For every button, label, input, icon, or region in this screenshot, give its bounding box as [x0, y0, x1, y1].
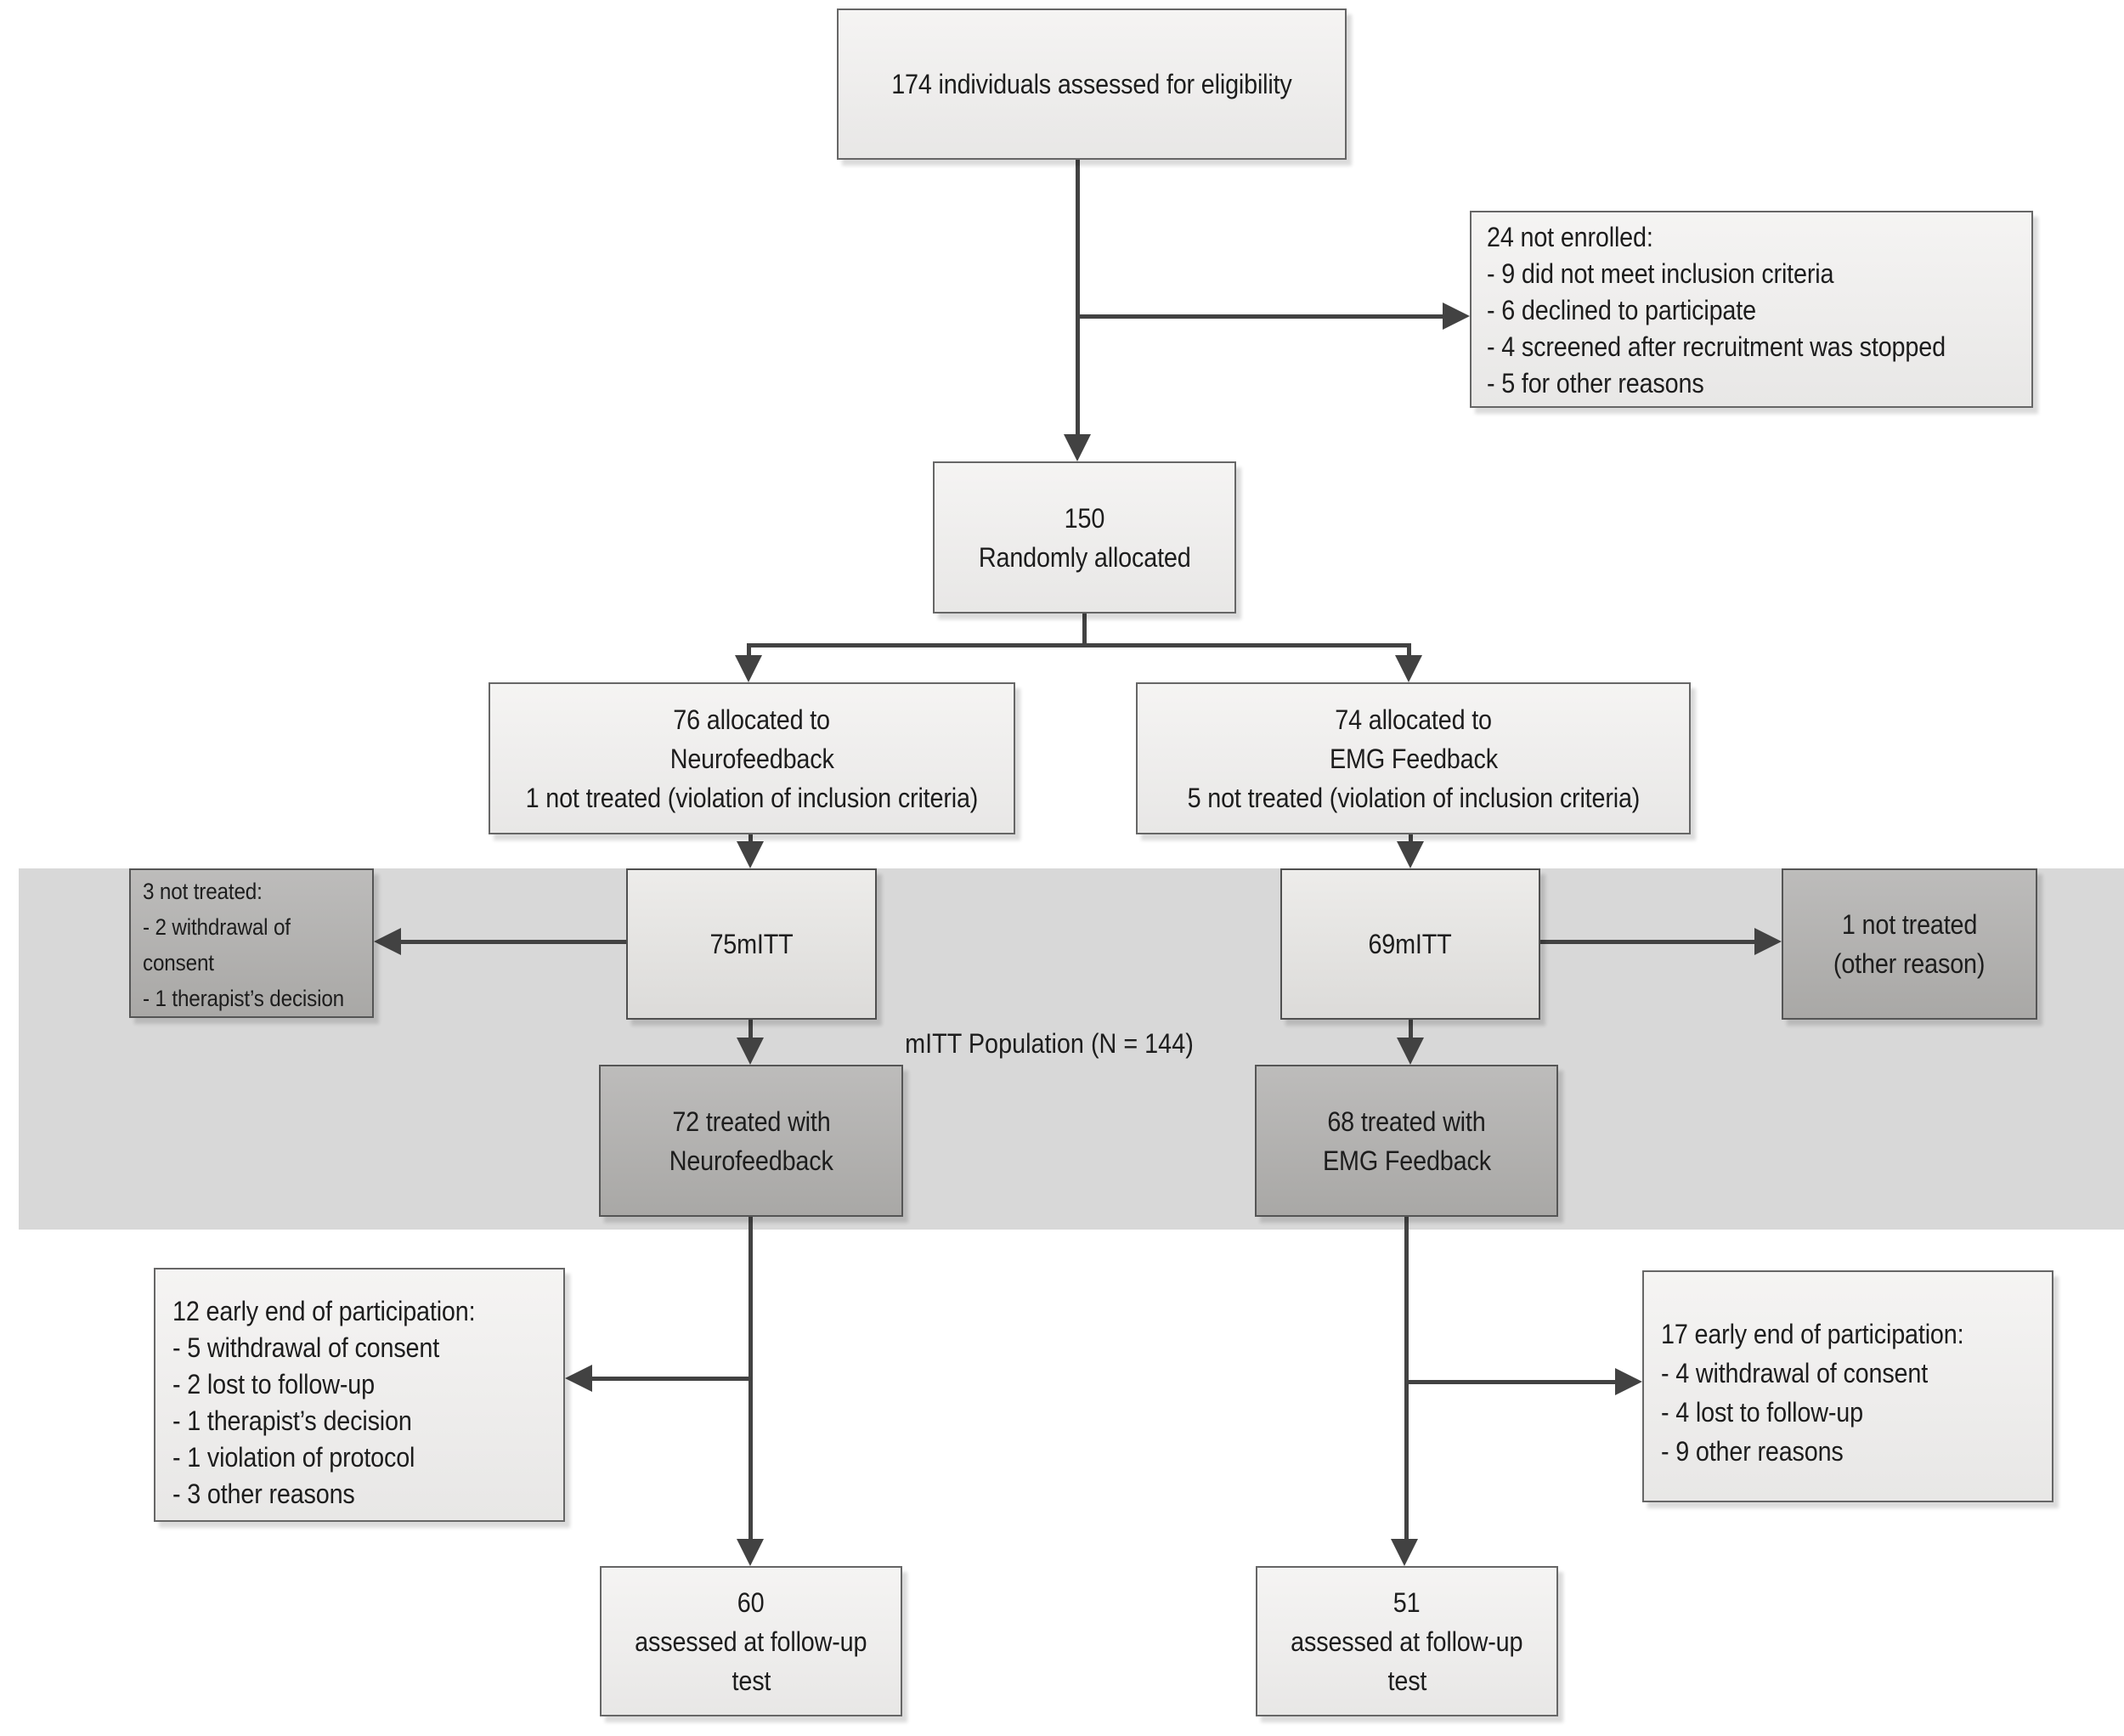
label-mitt-population: mITT Population (N = 144) [905, 1028, 1194, 1059]
arrowhead-left-icon [374, 928, 401, 955]
connector-line [747, 643, 751, 657]
arrowhead-down-icon [1397, 1038, 1424, 1065]
arrowhead-down-icon [737, 1038, 764, 1065]
box-assessed-eligibility: 174 individuals assessed for eligibility [837, 8, 1347, 160]
box-text: test [732, 1665, 771, 1696]
box-text: Randomly allocated [978, 541, 1191, 573]
connector-line [1409, 1020, 1413, 1040]
box-text: 174 individuals assessed for eligibility [891, 69, 1292, 99]
box-treated-neurofeedback: 72 treated with Neurofeedback [599, 1065, 903, 1217]
box-text: - 5 withdrawal of consent [172, 1332, 440, 1363]
box-text: test [1387, 1665, 1426, 1696]
connector-line [1076, 314, 1446, 319]
arrowhead-left-icon [565, 1365, 592, 1392]
box-text: - 2 lost to follow-up [172, 1369, 375, 1400]
box-treated-emg-feedback: 68 treated with EMG Feedback [1255, 1065, 1558, 1217]
box-text: assessed at follow-up [635, 1626, 867, 1657]
box-text: Neurofeedback [669, 743, 834, 774]
box-text: 68 treated with [1327, 1105, 1486, 1137]
box-text: - 6 declined to participate [1487, 295, 1756, 325]
box-text: 69mITT [1368, 929, 1453, 959]
box-randomly-allocated: 150 Randomly allocated [933, 461, 1236, 614]
connector-line [748, 834, 753, 845]
box-mitt-emg: 69mITT [1280, 868, 1540, 1020]
connector-line [1082, 614, 1087, 646]
connector-line [401, 940, 626, 944]
box-followup-neuro: 60 assessed at follow-up test [600, 1566, 902, 1716]
connector-line [748, 1217, 753, 1541]
box-not-treated-emg: 1 not treated (other reason) [1782, 868, 2037, 1020]
box-text: 12 early end of participation: [172, 1296, 476, 1326]
box-text: 24 not enrolled: [1487, 222, 1653, 252]
box-text: 3 not treated: [143, 879, 263, 904]
arrowhead-down-icon [1064, 434, 1091, 461]
arrowhead-right-icon [1443, 303, 1470, 330]
box-text: 1 not treated (violation of inclusion cr… [525, 782, 979, 813]
box-text: - 9 did not meet inclusion criteria [1487, 258, 1834, 289]
box-text: 76 allocated to [673, 704, 831, 735]
connector-line [1540, 940, 1754, 944]
box-text: - 4 screened after recruitment was stopp… [1487, 331, 1946, 362]
box-text: 1 not treated [1841, 909, 1978, 940]
connector-line [592, 1377, 750, 1381]
connector-line [1404, 1217, 1409, 1541]
connector-line [1076, 160, 1080, 440]
arrowhead-right-icon [1615, 1368, 1642, 1395]
connector-line [1409, 1380, 1617, 1384]
arrowhead-down-icon [1395, 655, 1422, 682]
arrowhead-down-icon [1397, 841, 1424, 868]
box-text: 75mITT [709, 929, 794, 959]
connector-line [747, 643, 1410, 647]
arrowhead-right-icon [1754, 928, 1782, 955]
box-text: - 1 therapist’s decision [172, 1405, 412, 1436]
box-allocated-emg-feedback: 74 allocated to EMG Feedback 5 not treat… [1136, 682, 1691, 834]
box-text: - 2 withdrawal of [143, 914, 291, 940]
box-text: - 3 other reasons [172, 1479, 355, 1509]
box-allocated-neurofeedback: 76 allocated to Neurofeedback 1 not trea… [489, 682, 1015, 834]
connector-line [748, 1020, 753, 1040]
box-text: - 1 therapist’s decision [143, 986, 345, 1011]
box-text: EMG Feedback [1329, 743, 1498, 774]
box-text: - 5 for other reasons [1487, 368, 1704, 399]
box-text: 17 early end of participation: [1661, 1319, 1964, 1349]
connector-line [1407, 643, 1411, 657]
box-text: 150 [1064, 502, 1105, 534]
arrowhead-down-icon [737, 1539, 764, 1566]
box-followup-emg: 51 assessed at follow-up test [1256, 1566, 1558, 1716]
box-not-enrolled: 24 not enrolled: - 9 did not meet inclus… [1470, 211, 2033, 408]
arrowhead-down-icon [737, 841, 764, 868]
box-dropout-emg: 17 early end of participation: - 4 withd… [1642, 1270, 2053, 1502]
box-mitt-neuro: 75mITT [626, 868, 877, 1020]
box-text: - 4 withdrawal of consent [1661, 1358, 1929, 1388]
box-text: - 9 other reasons [1661, 1436, 1844, 1467]
arrowhead-down-icon [735, 655, 762, 682]
box-text: 74 allocated to [1335, 704, 1492, 735]
box-not-treated-neuro: 3 not treated: - 2 withdrawal of consent… [129, 868, 374, 1018]
box-text: - 4 lost to follow-up [1661, 1397, 1863, 1428]
box-text: 72 treated with [671, 1105, 831, 1137]
connector-line [1409, 834, 1413, 845]
box-dropout-neuro: 12 early end of participation: - 5 withd… [154, 1268, 565, 1522]
box-text: assessed at follow-up [1291, 1626, 1523, 1657]
box-text: 60 [737, 1586, 765, 1618]
box-text: consent [143, 950, 214, 975]
box-text: - 1 violation of protocol [172, 1442, 415, 1473]
box-text: 5 not treated (violation of inclusion cr… [1187, 782, 1640, 813]
box-text: (other reason) [1833, 948, 1986, 979]
arrowhead-down-icon [1391, 1539, 1418, 1566]
box-text: Neurofeedback [669, 1145, 833, 1176]
box-text: 51 [1393, 1586, 1421, 1618]
box-text: EMG Feedback [1322, 1145, 1491, 1176]
